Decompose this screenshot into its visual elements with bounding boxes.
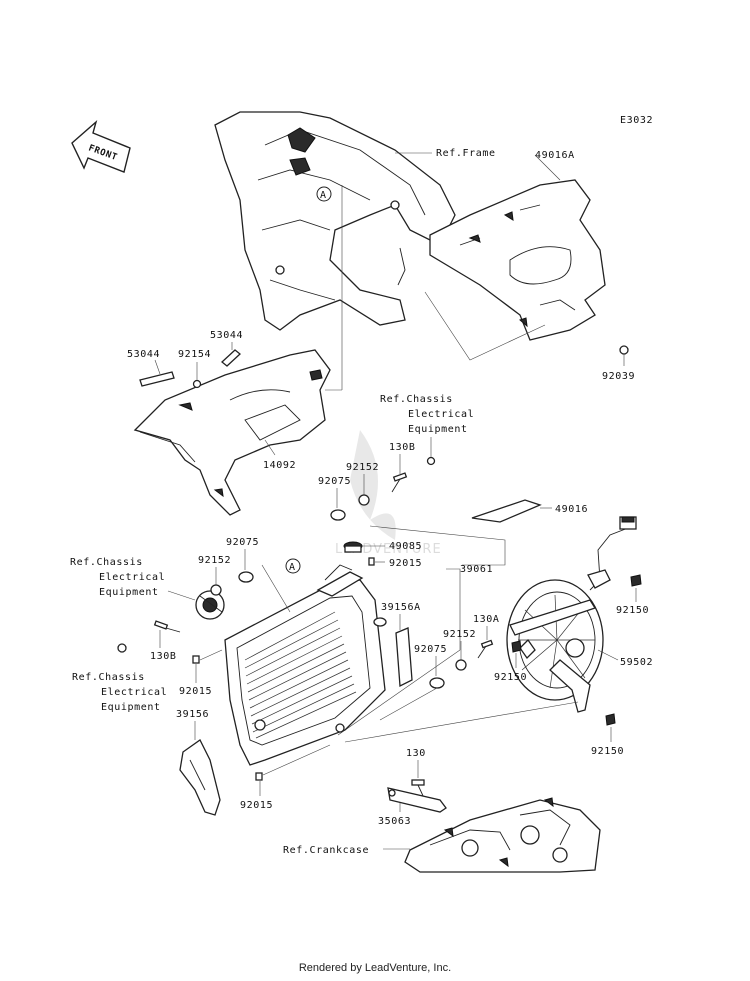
clip-92015-left [192,655,200,664]
marker-a-top: A [316,186,332,202]
label-92015-a: 92015 [389,558,422,569]
label-92075-b: 92075 [226,537,259,548]
bolt-130A [477,639,494,659]
cover-14092 [133,349,331,516]
label-92154: 92154 [178,349,211,360]
strip-53044-right [221,349,241,367]
clip-92015-top [368,557,375,566]
nut-92150-top [630,574,642,587]
label-49016: 49016 [555,504,588,515]
label-130B-a: 130B [389,442,415,453]
cap-49085 [343,541,363,553]
label-92075-c: 92075 [414,644,447,655]
grommet-ref-chassis-1 [426,456,436,466]
label-ref-chassis-1-line3: Equipment [408,424,468,435]
grommet-92075-top [330,509,346,521]
grommet-ref-chassis-3 [117,643,127,653]
label-92039: 92039 [602,371,635,382]
label-ref-frame: Ref.Frame [436,148,496,159]
label-92152-b: 92152 [198,555,231,566]
label-39156A: 39156A [381,602,421,613]
diagram-code: E3032 [620,115,653,126]
label-ref-chassis-3-line1: Ref.Chassis [72,672,145,683]
marker-a-bottom: A [285,558,301,574]
grommet-92075-right [429,677,445,689]
collar-92152-right [455,659,467,671]
label-ref-crankcase: Ref.Crankcase [283,845,369,856]
label-92075-a: 92075 [318,476,351,487]
side-cover-39156 [179,739,221,816]
frame-drawing [214,111,456,331]
label-92152-a: 92152 [346,462,379,473]
label-39061: 39061 [460,564,493,575]
collar-92152-left [210,584,222,596]
stay-35063 [387,787,447,813]
label-35063: 35063 [378,816,411,827]
bolt-130B-left [153,620,181,633]
label-49016A: 49016A [535,150,575,161]
crankcase-drawing [404,797,601,873]
fan-59502 [506,516,637,713]
label-53044-a: 53044 [127,349,160,360]
label-92015-c: 92015 [240,800,273,811]
label-ref-chassis-2-line3: Equipment [99,587,159,598]
label-130A: 130A [473,614,499,625]
nut-92150-mid [511,640,522,653]
pad-39156A [373,617,413,688]
label-ref-chassis-2-line2: Electrical [99,572,165,583]
svg-text:A: A [289,562,296,573]
bolt-130B-top [391,472,408,493]
bolt-92039 [619,345,629,355]
nut-92150-bottom [605,713,616,726]
clip-92015-bottom [255,772,263,781]
label-ref-chassis-2-line1: Ref.Chassis [70,557,143,568]
label-ref-chassis-3-line3: Equipment [101,702,161,713]
label-53044-b: 53044 [210,330,243,341]
label-14092: 14092 [263,460,296,471]
label-92015-b: 92015 [179,686,212,697]
label-130: 130 [406,748,426,759]
radiator-39061 [224,564,386,766]
plate-49016 [471,499,542,523]
horn-ref-chassis [195,590,225,620]
label-92150-a: 92150 [616,605,649,616]
label-ref-chassis-1-line2: Electrical [408,409,474,420]
label-130B-b: 130B [150,651,176,662]
label-ref-chassis-3-line2: Electrical [101,687,167,698]
footer-credit: Rendered by LeadVenture, Inc. [298,962,452,974]
label-59502: 59502 [620,657,653,668]
strip-53044-left [139,371,175,387]
label-49085: 49085 [389,541,422,552]
label-92150-c: 92150 [591,746,624,757]
front-arrow-icon: FRONT [71,119,131,173]
label-ref-chassis-1-line1: Ref.Chassis [380,394,453,405]
label-92150-b: 92150 [494,672,527,683]
grommet-92075-left [238,571,254,583]
bolt-92154 [192,379,202,389]
svg-text:A: A [320,190,327,201]
heat-shield-49016A [429,179,606,341]
label-92152-c: 92152 [443,629,476,640]
label-39156: 39156 [176,709,209,720]
collar-92152-top [358,494,370,506]
